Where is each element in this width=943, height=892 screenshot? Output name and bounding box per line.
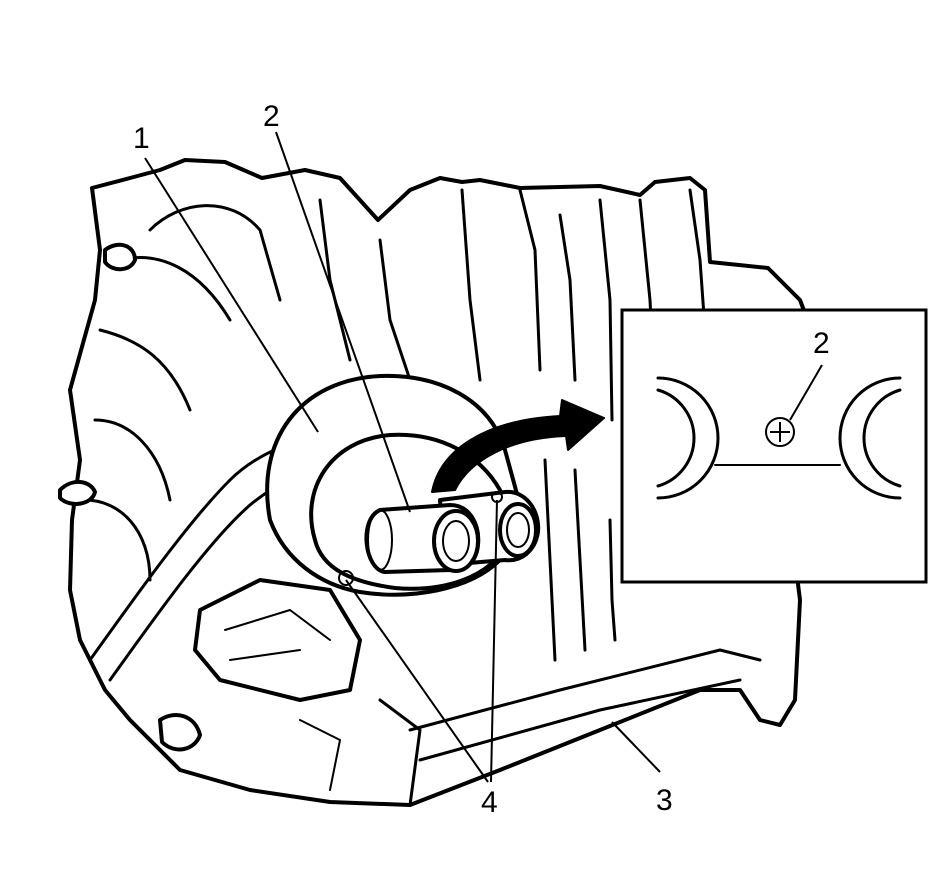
plus-circle-icon [765,417,795,447]
leader-4a [345,579,489,783]
callout-3: 3 [656,784,673,817]
alignment-hole-lower [338,570,354,586]
inset-detail-view [620,308,928,584]
shaft-assembly [364,489,541,574]
leader-1 [144,157,319,433]
callout-2: 2 [263,100,280,133]
leader-3 [611,721,661,773]
leader-4b [490,499,498,783]
callout-4: 4 [481,786,498,819]
leader-2 [275,131,411,513]
callout-1: 1 [133,122,150,155]
curved-arrow-icon [431,399,605,493]
inset-callout-2: 2 [813,327,830,360]
